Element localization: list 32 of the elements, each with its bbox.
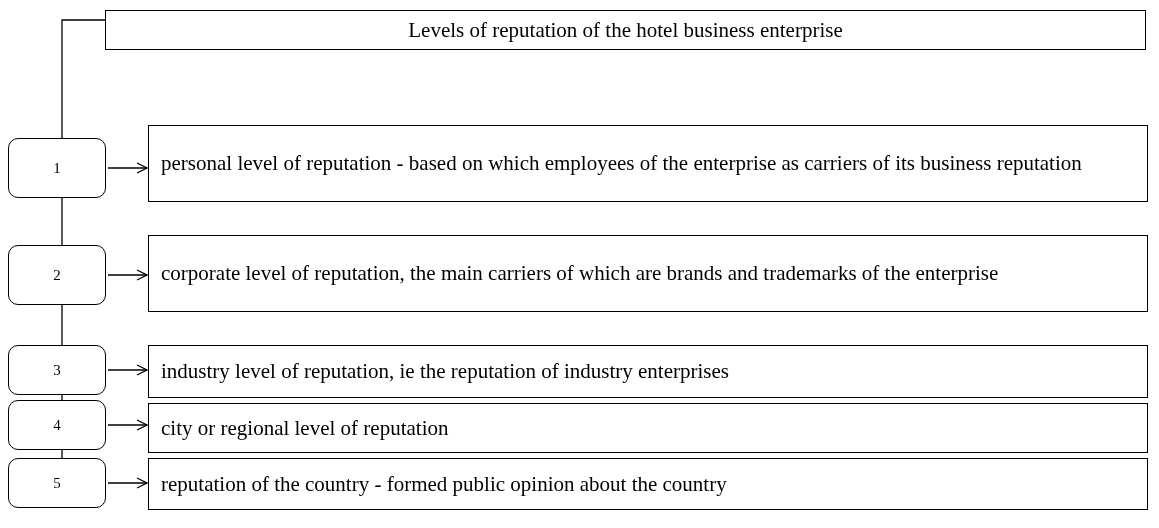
title-box [105,10,1146,50]
level-box [148,125,1148,202]
number-box [8,138,106,198]
level-box [148,235,1148,312]
box-text: 3 [53,360,61,380]
box-text: 1 [53,158,61,178]
connector-line [61,304,63,346]
number-box [8,458,106,508]
box-text: corporate level of reputation, the main carriers of which are brands and trademarks of the enterprise [161,260,999,287]
arrow [107,477,148,489]
box-text: 4 [53,415,61,435]
connector-line [61,394,63,401]
connector-line [61,449,63,459]
level-box [148,345,1148,398]
connector-line [61,197,63,246]
arrow [107,162,148,174]
number-box [8,400,106,450]
box-text: 5 [53,473,61,493]
box-text: reputation of the country - formed public opinion about the country [161,470,727,498]
level-box [148,458,1148,510]
level-box [148,403,1148,453]
box-text: industry level of reputation, ie the reputation of industry enterprises [161,358,729,385]
arrow [107,269,148,281]
box-text: personal level of reputation - based on which employees of the enterprise as carriers of its business reputation [161,150,1082,177]
box-text: city or regional level of reputation [161,414,449,442]
number-box [8,345,106,395]
arrow [107,364,148,376]
arrow [107,419,148,431]
box-text: 2 [53,265,61,285]
box-text: Levels of reputation of the hotel business enterprise [408,16,843,44]
number-box [8,245,106,305]
connector-line [61,19,106,139]
